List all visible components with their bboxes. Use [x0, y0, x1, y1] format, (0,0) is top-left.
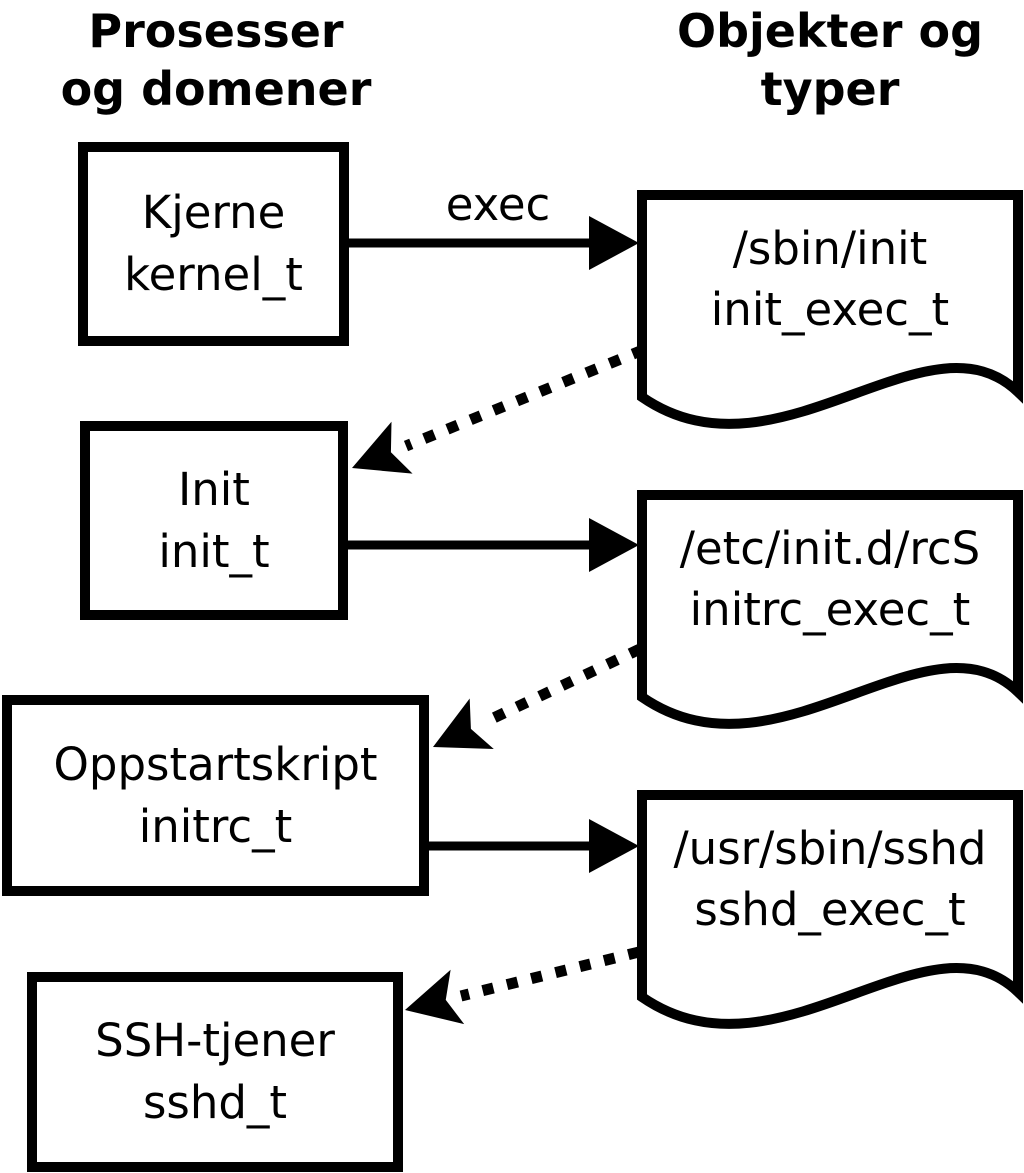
process-label: Init	[178, 462, 250, 516]
exec-arrow-label: exec	[445, 178, 551, 231]
solid-arrow-init-to-initrc-exec	[345, 518, 639, 572]
dotted-arrow-sshd-exec-to-sshd	[405, 946, 641, 1025]
column-title-objects-line1: Objekter og	[676, 4, 983, 58]
column-title-objects-line2: typer	[760, 62, 900, 116]
process-type: sshd_t	[142, 1076, 288, 1129]
object-path: /etc/init.d/rcS	[679, 522, 981, 575]
process-box-kernel: Kjerne kernel_t	[78, 142, 349, 346]
object-type: sshd_exec_t	[694, 883, 966, 936]
object-doc-init-exec: /sbin/init init_exec_t	[637, 190, 1023, 445]
object-doc-text: /sbin/init init_exec_t	[645, 218, 1015, 340]
process-type: kernel_t	[124, 248, 303, 301]
column-title-objects: Objekter og typer	[633, 2, 1024, 118]
dotted-arrow-initrc-exec-to-initrc	[433, 644, 643, 750]
process-type: initrc_t	[138, 799, 293, 853]
column-title-processes-line2: og domener	[60, 62, 372, 116]
object-type: init_exec_t	[710, 283, 950, 336]
process-type: init_t	[158, 524, 270, 578]
object-path: /sbin/init	[732, 222, 928, 275]
process-box-sshd: SSH-tjener sshd_t	[27, 972, 403, 1172]
object-type: initrc_exec_t	[689, 583, 971, 636]
process-label: Kjerne	[141, 186, 286, 239]
object-path: /usr/sbin/sshd	[673, 822, 987, 875]
object-doc-initrc-exec: /etc/init.d/rcS initrc_exec_t	[637, 490, 1023, 745]
solid-arrow-initrc-to-sshd-exec	[426, 819, 639, 873]
document-shape-icon	[637, 490, 1023, 729]
object-doc-text: /etc/init.d/rcS initrc_exec_t	[645, 518, 1015, 640]
process-label: SSH-tjener	[95, 1014, 335, 1067]
column-title-processes-line1: Prosesser	[88, 4, 344, 58]
process-box-initrc: Oppstartskript initrc_t	[2, 695, 429, 896]
column-title-processes: Prosesser og domener	[21, 2, 411, 118]
dotted-arrow-init-exec-to-init	[352, 344, 646, 474]
process-box-init: Init init_t	[80, 421, 348, 620]
process-label: Oppstartskript	[53, 737, 378, 791]
document-shape-icon	[637, 190, 1023, 429]
object-doc-text: /usr/sbin/sshd sshd_exec_t	[645, 818, 1015, 940]
object-doc-sshd-exec: /usr/sbin/sshd sshd_exec_t	[637, 790, 1023, 1045]
document-shape-icon	[637, 790, 1023, 1029]
